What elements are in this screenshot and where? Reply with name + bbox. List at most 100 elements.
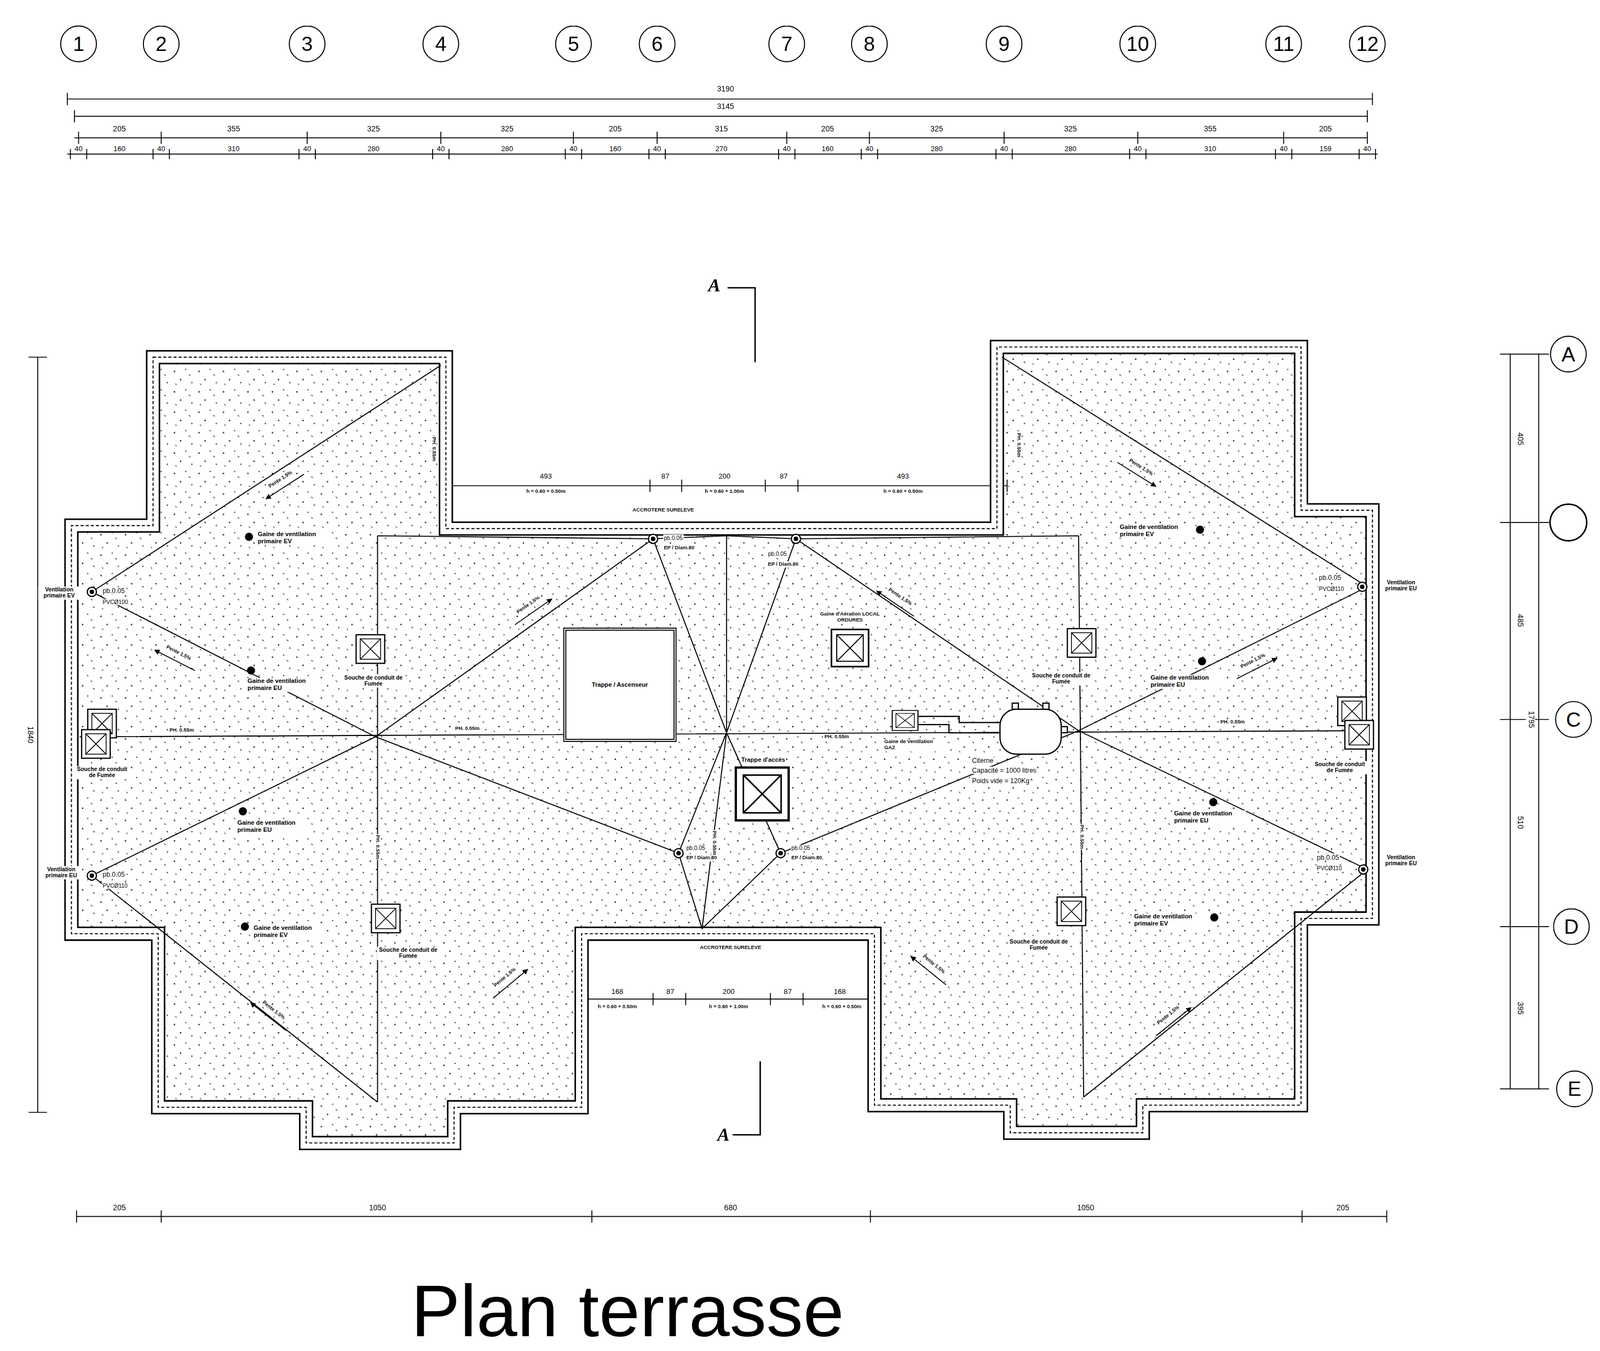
dimension-label: 510 bbox=[1515, 815, 1524, 830]
plan-note: Gaine de ventilation primaire EV bbox=[1119, 523, 1193, 538]
plan-note: Souche de conduit de Fumée bbox=[1310, 761, 1369, 775]
dimension-label: PVCØ110 bbox=[101, 882, 129, 890]
grid-bubble: E bbox=[1556, 1070, 1593, 1108]
node-text: Trappe / Ascenseur bbox=[591, 681, 649, 688]
plan-note: Gaine de ventilation primaire EU bbox=[246, 677, 320, 693]
dimension-label: 325 bbox=[1063, 125, 1078, 135]
dimension-label: h = 0.60 + 0.50m bbox=[882, 488, 924, 496]
slope-arrows bbox=[154, 462, 1277, 1036]
vent-ducts bbox=[238, 807, 247, 816]
dimension-label: 87 bbox=[660, 472, 671, 481]
dimension-label: 40 bbox=[999, 145, 1009, 154]
dimension-label: h = 0.60 + 0.50m bbox=[821, 1004, 863, 1011]
flue-stacks bbox=[355, 634, 385, 664]
node-text: 10 bbox=[1126, 32, 1149, 56]
grid-bubble: 3 bbox=[288, 25, 326, 63]
grid-bubble: 1 bbox=[60, 25, 97, 63]
dimension-label: 40 bbox=[436, 145, 446, 154]
node-text: 1 bbox=[72, 32, 85, 56]
flue-stacks bbox=[371, 904, 400, 933]
vent-ducts bbox=[1198, 657, 1207, 666]
grid-bubble: 4 bbox=[422, 25, 459, 63]
section-mark: A bbox=[716, 1124, 731, 1146]
node-text: C bbox=[1566, 707, 1581, 732]
plan-note: Ventilation primaire EU bbox=[39, 866, 83, 880]
dimension-label: 40 bbox=[156, 145, 166, 154]
plan-note: Ventilation primaire EU bbox=[1379, 853, 1423, 867]
plan-note: Ventilation primaire EU bbox=[1379, 579, 1423, 593]
plan-note: Gaine de ventilation primaire EU bbox=[236, 819, 310, 834]
dimension-label: 160 bbox=[820, 145, 834, 154]
dimension-label: 3190 bbox=[716, 85, 735, 95]
node-text: 4 bbox=[435, 32, 447, 56]
node-text: 6 bbox=[651, 32, 664, 56]
dimension-label: Capacité = 1000 litres bbox=[971, 766, 1038, 775]
node-text: A bbox=[1561, 342, 1576, 366]
water-tank bbox=[918, 716, 1000, 733]
node-text: E bbox=[1567, 1077, 1582, 1101]
dimension-label: PVCØ110 bbox=[1316, 865, 1343, 872]
dimension-label: Trappe d'accès bbox=[740, 756, 787, 764]
dimension-label: 87 bbox=[665, 987, 676, 997]
flue-stacks bbox=[735, 767, 790, 821]
dimension-label: 310 bbox=[227, 145, 241, 154]
plan-note: Gaine d'Aération LOCAL ORDURES bbox=[818, 611, 882, 624]
plan-title: Plan terrasse bbox=[410, 1268, 845, 1351]
water-tank bbox=[1043, 703, 1050, 710]
dimension-label: 205 bbox=[820, 125, 836, 135]
dimension-label: 1050 bbox=[1076, 1203, 1095, 1213]
roof-drains bbox=[1357, 582, 1367, 592]
dimension-lines bbox=[1499, 354, 1549, 1090]
flue-stacks bbox=[1067, 628, 1096, 658]
node-text: 7 bbox=[780, 32, 793, 56]
grid-bubble: 6 bbox=[639, 25, 676, 63]
roof-drains bbox=[674, 848, 684, 859]
flue-stacks bbox=[81, 729, 111, 758]
parapet-wall bbox=[71, 347, 1373, 1144]
roof-drains bbox=[648, 534, 658, 544]
dimension-label: 160 bbox=[112, 145, 126, 154]
dimension-label: pb.0.05 bbox=[767, 550, 787, 558]
dimension-label: EP / Diam.80 bbox=[790, 855, 823, 862]
dimension-label: 280 bbox=[930, 145, 944, 154]
node-text: 11 bbox=[1273, 32, 1295, 56]
grid-bubble: D bbox=[1552, 908, 1590, 946]
dimension-label: 205 bbox=[1336, 1203, 1351, 1213]
dimension-label: h = 0.60 + 1.00m bbox=[704, 488, 745, 496]
water-tank bbox=[1012, 703, 1019, 710]
dimension-label: 493 bbox=[896, 472, 910, 481]
dimension-label: 168 bbox=[610, 987, 624, 997]
grid-bubble: 5 bbox=[555, 25, 592, 63]
dimension-label: 40 bbox=[73, 145, 84, 154]
dimension-label: pb.0.05 bbox=[685, 844, 706, 852]
section-mark: A bbox=[707, 275, 722, 297]
vent-ducts bbox=[1209, 797, 1218, 807]
grid-bubble: 11 bbox=[1265, 25, 1303, 63]
roof-slab bbox=[71, 347, 1373, 1144]
dimension-label: PVCØ110 bbox=[1318, 585, 1345, 592]
vent-ducts bbox=[1195, 525, 1205, 534]
roof-drains bbox=[775, 848, 786, 859]
flue-stacks bbox=[1344, 720, 1374, 750]
dimension-label: 87 bbox=[783, 987, 793, 997]
dimension-label: PH. 0.55m bbox=[168, 727, 195, 734]
dimension-label: PVCØ100 bbox=[101, 599, 129, 606]
dimension-label: 40 bbox=[568, 145, 579, 154]
dimension-label: 315 bbox=[714, 125, 729, 135]
node-text: 5 bbox=[567, 32, 580, 56]
dimension-label: 205 bbox=[1318, 125, 1333, 135]
flue-stacks bbox=[831, 629, 869, 667]
dimension-label: 280 bbox=[1063, 145, 1078, 154]
dimension-label: 205 bbox=[608, 125, 623, 135]
dimension-label: pb.0.05 bbox=[1316, 853, 1340, 861]
dimension-label: 270 bbox=[715, 145, 729, 154]
plan-note: Ventilation primaire EV bbox=[38, 586, 81, 600]
roof-drains bbox=[87, 871, 97, 881]
plan-note: Souche de conduit de Fumée bbox=[342, 674, 405, 688]
dimension-label: h = 0.60 + 0.50m bbox=[597, 1004, 638, 1011]
dimension-lines bbox=[28, 93, 1550, 1223]
plan-note: Gaine de ventilation primaire EV bbox=[257, 530, 331, 545]
vent-ducts bbox=[246, 666, 256, 675]
dimension-label: PH. 0.55m bbox=[1078, 824, 1085, 850]
vent-ducts bbox=[238, 525, 1219, 931]
